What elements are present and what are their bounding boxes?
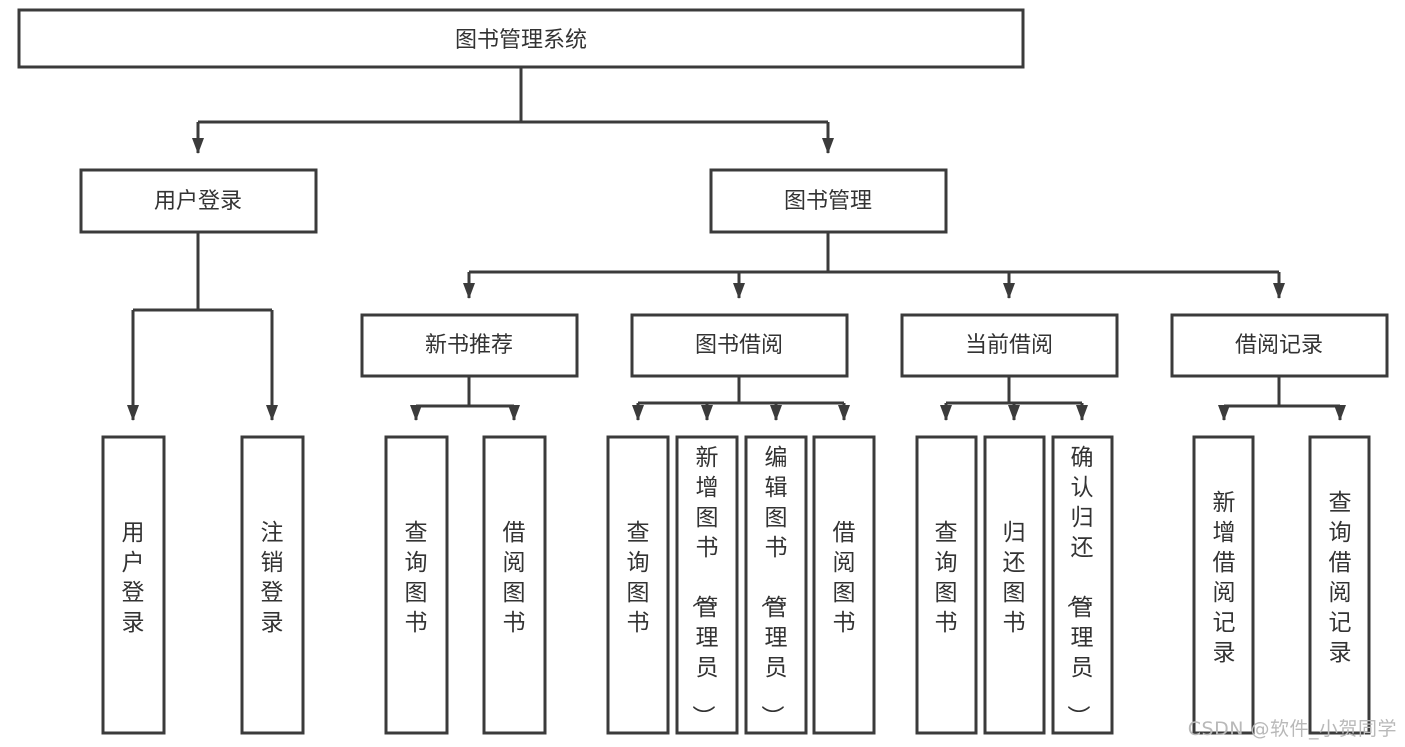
node-leaf-confirm-return-label: 确认归还（管理员） — [1065, 445, 1094, 728]
node-leaf-borrow-book-2-box[interactable] — [812, 435, 876, 735]
node-book-manage[interactable]: 图书管理 — [709, 168, 948, 234]
node-user-login-label: 用户登录 — [154, 189, 242, 214]
node-leaf-edit-book[interactable]: 编辑图书（管理员） — [744, 435, 808, 735]
node-borrow-record-box[interactable] — [1170, 313, 1389, 378]
node-book-borrow-box[interactable] — [630, 313, 849, 378]
node-leaf-add-record-label: 新增借阅记录 — [1213, 490, 1236, 666]
node-borrow-record[interactable]: 借阅记录 — [1170, 313, 1389, 378]
node-root[interactable]: 图书管理系统 — [17, 8, 1025, 69]
node-leaf-logout-label: 注销登录 — [261, 520, 284, 636]
node-leaf-return-book[interactable]: 归还图书 — [983, 435, 1046, 735]
node-user-login[interactable]: 用户登录 — [79, 168, 318, 234]
node-user-login-box[interactable] — [79, 168, 318, 234]
node-leaf-query-record-box[interactable] — [1308, 435, 1371, 735]
node-leaf-confirm-return-box[interactable] — [1051, 435, 1114, 735]
node-leaf-query-book-3-label: 查询图书 — [935, 520, 958, 636]
node-leaf-add-book[interactable]: 新增图书（管理员） — [675, 435, 739, 735]
node-leaf-query-book-2-box[interactable] — [606, 435, 670, 735]
node-book-manage-label: 图书管理 — [784, 189, 872, 214]
node-current-borrow[interactable]: 当前借阅 — [900, 313, 1119, 378]
node-leaf-borrow-book-2[interactable]: 借阅图书 — [812, 435, 876, 735]
node-current-borrow-box[interactable] — [900, 313, 1119, 378]
node-leaf-borrow-book-1-box[interactable] — [482, 435, 547, 735]
node-leaf-return-book-label: 归还图书 — [1003, 520, 1026, 636]
node-leaf-user-login-box[interactable] — [101, 435, 166, 735]
node-leaf-add-record-box[interactable] — [1192, 435, 1255, 735]
node-leaf-query-record[interactable]: 查询借阅记录 — [1308, 435, 1371, 735]
node-leaf-query-record-label: 查询借阅记录 — [1329, 490, 1352, 666]
node-leaf-query-book-3-box[interactable] — [915, 435, 978, 735]
node-leaf-query-book-1-label: 查询图书 — [405, 520, 428, 636]
node-leaf-user-login-label: 用户登录 — [122, 520, 145, 636]
connector-layer — [127, 67, 1346, 421]
node-book-manage-box[interactable] — [709, 168, 948, 234]
node-book-borrow-label: 图书借阅 — [695, 333, 783, 358]
node-leaf-user-login[interactable]: 用户登录 — [101, 435, 166, 735]
node-new-book-recommend[interactable]: 新书推荐 — [360, 313, 579, 378]
node-new-book-recommend-label: 新书推荐 — [425, 333, 513, 358]
node-current-borrow-label: 当前借阅 — [965, 333, 1053, 358]
node-new-book-recommend-box[interactable] — [360, 313, 579, 378]
node-leaf-return-book-box[interactable] — [983, 435, 1046, 735]
node-leaf-borrow-book-2-label: 借阅图书 — [833, 520, 856, 636]
node-leaf-query-book-1-box[interactable] — [384, 435, 449, 735]
node-leaf-borrow-book-1-label: 借阅图书 — [503, 520, 526, 636]
node-leaf-logout[interactable]: 注销登录 — [240, 435, 305, 735]
node-book-borrow[interactable]: 图书借阅 — [630, 313, 849, 378]
node-leaf-query-book-2-label: 查询图书 — [627, 520, 650, 636]
node-leaf-query-book-3[interactable]: 查询图书 — [915, 435, 978, 735]
node-leaf-query-book-1[interactable]: 查询图书 — [384, 435, 449, 735]
node-leaf-edit-book-label: 编辑图书（管理员） — [759, 445, 788, 728]
node-leaf-borrow-book-1[interactable]: 借阅图书 — [482, 435, 547, 735]
node-leaf-add-book-box[interactable] — [675, 435, 739, 735]
node-root-label: 图书管理系统 — [455, 28, 587, 53]
node-leaf-add-record[interactable]: 新增借阅记录 — [1192, 435, 1255, 735]
node-leaf-query-book-2[interactable]: 查询图书 — [606, 435, 670, 735]
node-leaf-add-book-label: 新增图书（管理员） — [690, 445, 719, 728]
node-root-box[interactable] — [17, 8, 1025, 69]
node-borrow-record-label: 借阅记录 — [1235, 333, 1323, 358]
node-leaf-logout-box[interactable] — [240, 435, 305, 735]
node-leaf-confirm-return[interactable]: 确认归还（管理员） — [1051, 435, 1114, 735]
node-leaf-edit-book-box[interactable] — [744, 435, 808, 735]
